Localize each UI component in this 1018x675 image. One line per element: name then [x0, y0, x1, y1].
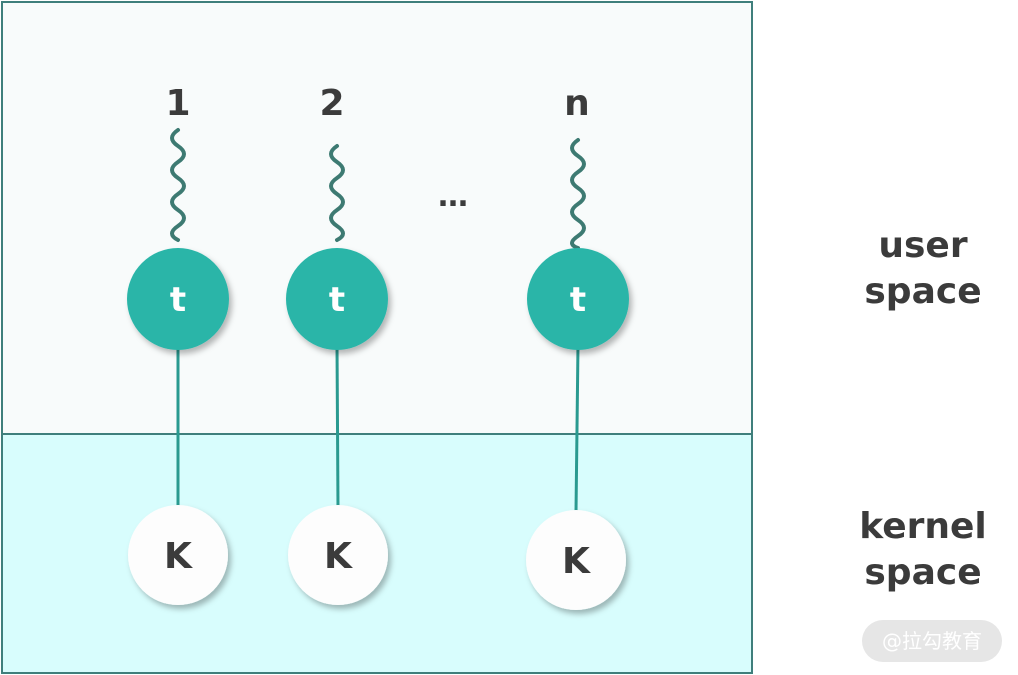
user-space-label-line1: user	[878, 225, 968, 266]
squiggle-icon	[570, 138, 586, 250]
user-thread-label-n: t	[570, 280, 586, 320]
user-thread-label-1: t	[170, 280, 186, 320]
kernel-thread-node-n	[526, 510, 626, 610]
thread-number-1: 1	[165, 83, 190, 124]
kernel-thread-label-2: K	[324, 536, 353, 577]
kernel-space-label: kernel space	[838, 504, 1008, 596]
user-thread-label-2: t	[329, 280, 345, 320]
squiggle-icon	[329, 144, 345, 242]
kernel-space-label-line1: kernel	[859, 506, 987, 547]
thread-n-group: n t K	[526, 83, 629, 610]
thread-number-n: n	[564, 83, 590, 124]
kernel-thread-node-2	[288, 505, 388, 605]
user-thread-node-2	[286, 248, 388, 350]
kernel-thread-label-n: K	[562, 541, 591, 582]
watermark: @拉勾教育	[862, 620, 1002, 662]
kernel-thread-node-1	[128, 505, 228, 605]
user-space-label-line2: space	[864, 271, 982, 312]
thread-2-group: 2 t K	[286, 83, 388, 605]
connector-line-2	[335, 344, 340, 509]
user-space-region	[1, 1, 753, 437]
user-thread-node-1	[127, 248, 229, 350]
user-thread-node-n	[527, 248, 629, 350]
connector-line-n	[574, 344, 580, 513]
ellipsis: …	[438, 179, 468, 214]
kernel-space-label-line2: space	[864, 552, 982, 593]
user-space-label: user space	[838, 223, 1008, 315]
kernel-thread-label-1: K	[164, 536, 193, 577]
squiggle-icon	[170, 128, 186, 242]
thread-number-2: 2	[319, 83, 344, 124]
thread-1-group: 1 t K	[127, 83, 229, 605]
